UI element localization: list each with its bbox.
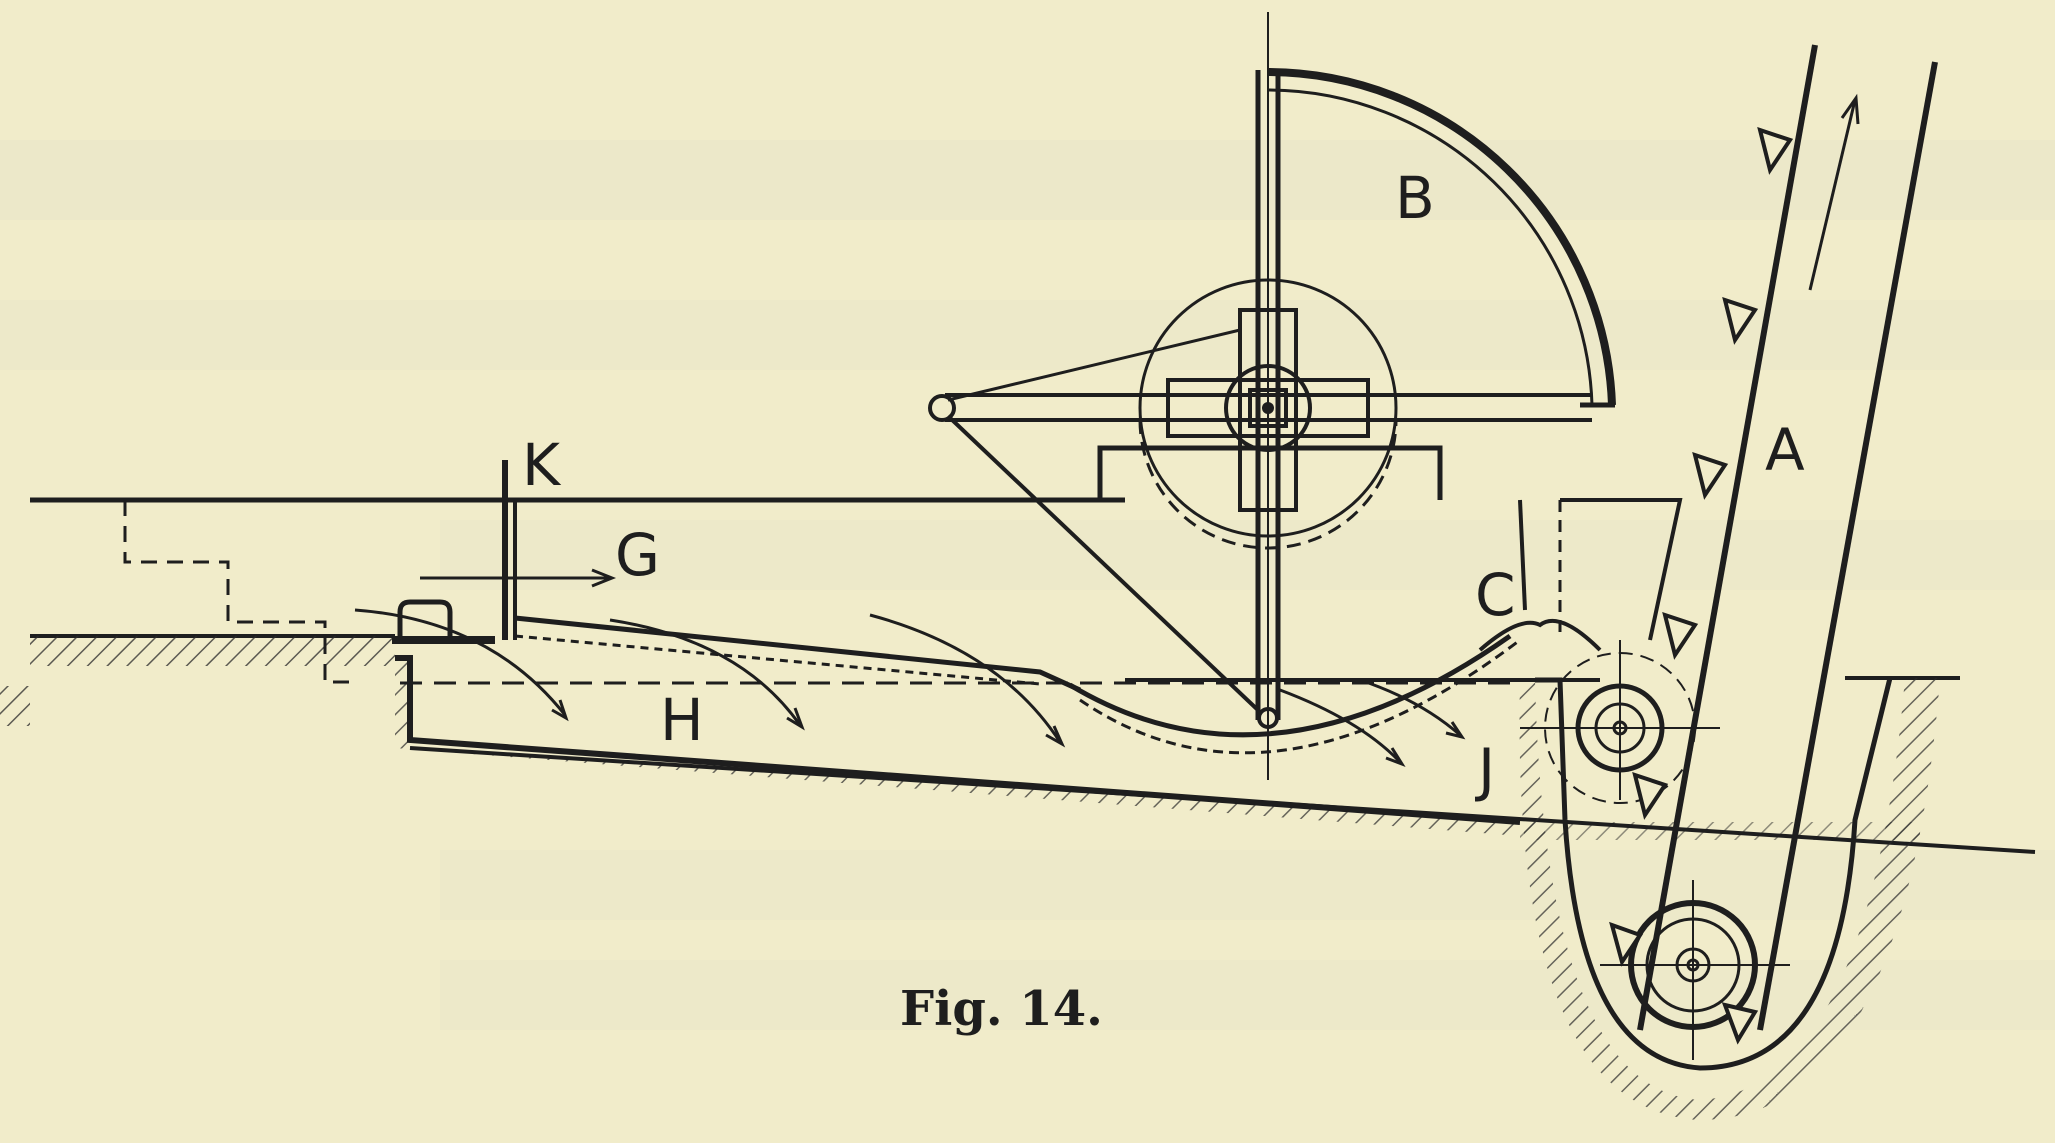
elevator-pit bbox=[1519, 677, 1940, 1120]
chute-plate bbox=[514, 615, 1082, 693]
hopper-c bbox=[1478, 498, 1683, 652]
elevator-a bbox=[1520, 44, 1938, 1060]
label-g: G bbox=[615, 521, 660, 589]
label-h: H bbox=[660, 686, 704, 754]
label-c: C bbox=[1475, 561, 1516, 629]
bleed-through-text bbox=[0, 140, 2055, 1030]
curved-screen bbox=[1068, 633, 1521, 755]
ground bbox=[0, 497, 1960, 840]
label-a: A bbox=[1765, 416, 1805, 484]
figure-caption: Fig. 14. bbox=[900, 981, 1103, 1037]
label-k: K bbox=[522, 431, 562, 499]
hidden-outline bbox=[123, 500, 355, 684]
canal-trough bbox=[395, 655, 2036, 854]
label-j: J bbox=[1475, 736, 1495, 804]
wheel-b bbox=[928, 12, 1616, 780]
flow-arrows bbox=[354, 568, 1466, 767]
gate-k bbox=[392, 460, 517, 644]
label-b: B bbox=[1395, 164, 1435, 232]
diagram-labels: A B C G H J K bbox=[522, 164, 1805, 804]
